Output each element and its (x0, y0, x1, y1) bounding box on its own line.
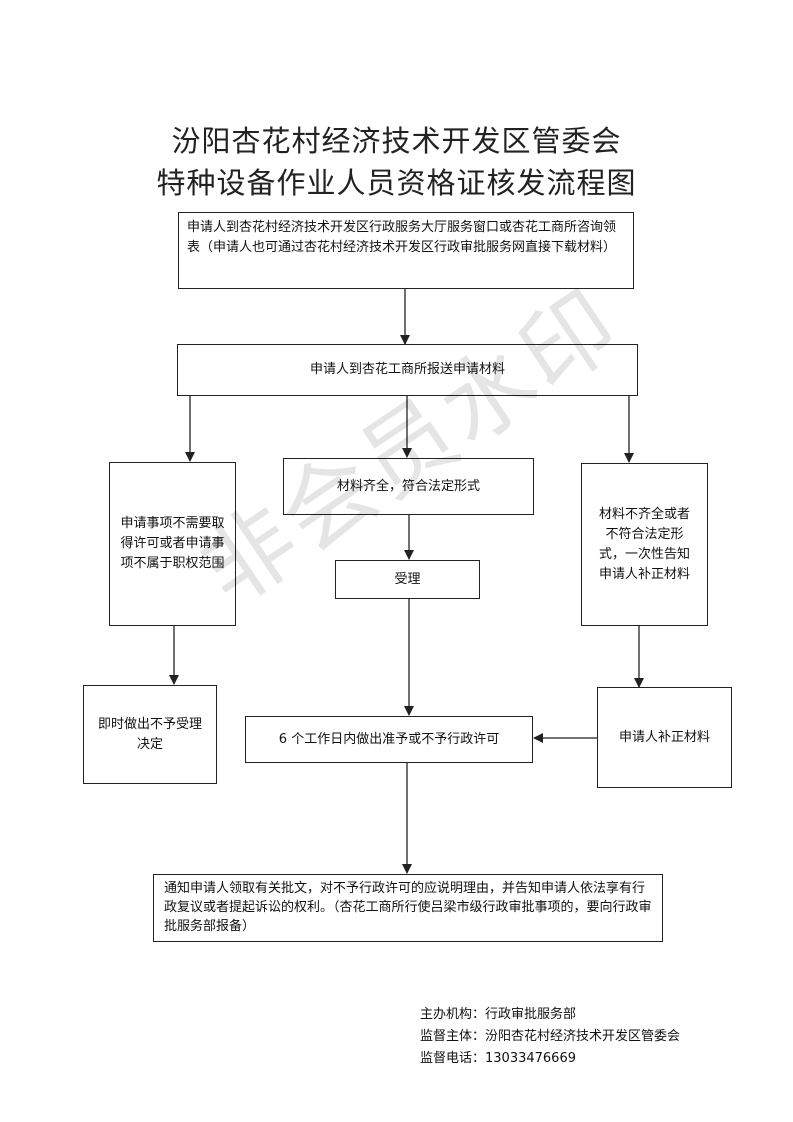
step-submit-box: 申请人到杏花工商所报送申请材料 (177, 344, 638, 396)
right-incomplete-box: 材料不齐全或者不符合法定形式，一次性告知申请人补正材料 (581, 463, 708, 626)
footer-organizer-label: 主办机构： (420, 1007, 486, 1022)
accept-text: 受理 (394, 571, 421, 587)
footer-organizer: 主办机构：行政审批服务部 (420, 1004, 576, 1026)
supplement-box: 申请人补正材料 (597, 687, 732, 788)
footer-organizer-value: 行政审批服务部 (485, 1007, 577, 1022)
decision-text: 6 个工作日内做出准予或不予行政许可 (278, 731, 500, 747)
footer-supervisor-value: 汾阳杏花村经济技术开发区管委会 (485, 1029, 681, 1044)
middle-complete-box: 材料齐全，符合法定形式 (283, 458, 534, 515)
footer-phone: 监督电话：13033476669 (420, 1048, 576, 1070)
step-consult-text: 申请人到杏花村经济技术开发区行政服务大厅服务窗口或杏花工商所咨询领表（申请人也可… (187, 220, 617, 255)
notify-box: 通知申请人领取有关批文，对不予行政许可的应说明理由，并告知申请人依法享有行政复议… (153, 874, 663, 942)
footer-phone-value: 13033476669 (485, 1051, 576, 1066)
decision-box: 6 个工作日内做出准予或不予行政许可 (245, 716, 533, 763)
footer-supervisor: 监督主体：汾阳杏花村经济技术开发区管委会 (420, 1026, 680, 1048)
step-consult-box: 申请人到杏花村经济技术开发区行政服务大厅服务窗口或杏花工商所咨询领表（申请人也可… (178, 212, 634, 289)
middle-complete-text: 材料齐全，符合法定形式 (336, 478, 480, 494)
left-not-required-text: 申请事项不需要取得许可或者申请事项不属于职权范围 (120, 516, 225, 571)
left-result-text: 即时做出不予受理决定 (97, 716, 202, 752)
left-not-required-box: 申请事项不需要取得许可或者申请事项不属于职权范围 (109, 462, 236, 626)
notify-text: 通知申请人领取有关批文，对不予行政许可的应说明理由，并告知申请人依法享有行政复议… (164, 881, 652, 934)
left-result-box: 即时做出不予受理决定 (83, 685, 217, 784)
supplement-text: 申请人补正材料 (618, 729, 710, 745)
accept-box: 受理 (335, 560, 480, 599)
page-title-line2: 特种设备作业人员资格证核发流程图 (156, 166, 637, 200)
page-title-line1: 汾阳杏花村经济技术开发区管委会 (171, 124, 622, 158)
footer-phone-label: 监督电话： (420, 1051, 486, 1066)
right-incomplete-text: 材料不齐全或者不符合法定形式，一次性告知申请人补正材料 (598, 506, 690, 582)
footer-supervisor-label: 监督主体： (420, 1029, 486, 1044)
step-submit-text: 申请人到杏花工商所报送申请材料 (309, 362, 505, 377)
